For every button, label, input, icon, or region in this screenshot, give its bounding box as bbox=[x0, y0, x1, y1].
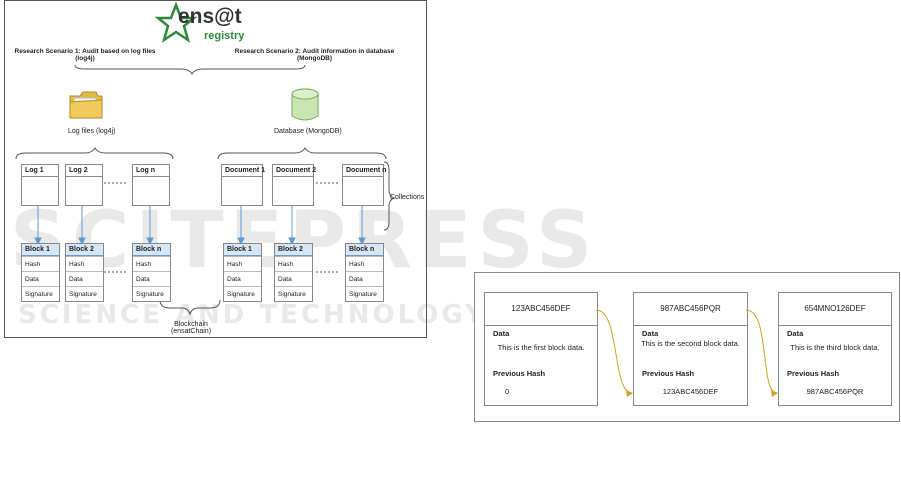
block-field-signature: Signature bbox=[346, 286, 383, 302]
block-field-signature: Signature bbox=[224, 286, 261, 302]
log-box-title: Log 2 bbox=[66, 165, 102, 177]
block-field-data: Data bbox=[66, 271, 103, 287]
database-icon bbox=[291, 88, 319, 121]
star-icon bbox=[154, 1, 198, 43]
chain-block-prev: 987ABC456PQR bbox=[806, 387, 864, 396]
chain-block-data: This is the third block data. bbox=[790, 343, 880, 352]
block-field-hash: Hash bbox=[133, 256, 170, 272]
ensat-registry-logo: ens@t registry bbox=[154, 1, 248, 45]
document-box-2: Document 2 bbox=[272, 164, 316, 206]
chain-block-prev: 123ABC456DEF bbox=[662, 387, 719, 396]
database-label: Database (MongoDB) bbox=[274, 128, 342, 135]
left-diagram-panel bbox=[4, 0, 427, 338]
block-field-data: Data bbox=[346, 271, 383, 287]
block-box: Block n Hash Data Signature bbox=[132, 243, 171, 302]
chain-block-3: 654MNO126DEF Data This is the third bloc… bbox=[778, 292, 892, 406]
block-field-signature: Signature bbox=[133, 286, 170, 302]
chain-block-prev-label: Previous Hash bbox=[493, 369, 546, 378]
block-field-hash: Hash bbox=[22, 256, 59, 272]
chain-block-hash: 987ABC456PQR bbox=[634, 293, 747, 326]
block-field-signature: Signature bbox=[22, 286, 59, 302]
block-field-data: Data bbox=[22, 271, 59, 287]
block-field-hash: Hash bbox=[346, 256, 383, 272]
chain-block-prev-label: Previous Hash bbox=[787, 369, 840, 378]
chain-block-data-label: Data bbox=[642, 329, 659, 338]
document-box-title: Document 2 bbox=[273, 165, 316, 177]
block-box: Block 2 Hash Data Signature bbox=[65, 243, 104, 302]
block-field-data: Data bbox=[275, 271, 312, 287]
document-box-title: Document 1 bbox=[222, 165, 265, 177]
block-box-title: Block 1 bbox=[224, 244, 261, 256]
block-field-signature: Signature bbox=[66, 286, 103, 302]
log-box-n: Log n bbox=[132, 164, 170, 206]
document-box-title: Document n bbox=[343, 165, 386, 177]
logo-name: ens@t bbox=[178, 5, 242, 28]
document-box-1: Document 1 bbox=[221, 164, 265, 206]
chain-block-prev: 0 bbox=[505, 387, 510, 396]
folder-icon bbox=[69, 91, 103, 119]
document-box-n: Document n bbox=[342, 164, 386, 206]
block-box: Block 2 Hash Data Signature bbox=[274, 243, 313, 302]
block-box: Block 1 Hash Data Signature bbox=[21, 243, 60, 302]
left-diagram-connectors bbox=[15, 64, 396, 316]
block-box: Block 1 Hash Data Signature bbox=[223, 243, 262, 302]
collections-label: Collections bbox=[390, 194, 425, 201]
block-box-title: Block 1 bbox=[22, 244, 59, 256]
chain-block-1: 123ABC456DEF Data This is the first bloc… bbox=[484, 292, 598, 406]
scenario2-title: Research Scenario 2: Audit information i… bbox=[234, 48, 395, 62]
chain-block-data-label: Data bbox=[787, 329, 804, 338]
chain-block-hash: 654MNO126DEF bbox=[779, 293, 891, 326]
block-box-title: Block n bbox=[133, 244, 170, 256]
logfiles-label: Log files (log4j) bbox=[68, 128, 116, 135]
block-field-data: Data bbox=[133, 271, 170, 287]
block-field-hash: Hash bbox=[66, 256, 103, 272]
chain-block-prev-label: Previous Hash bbox=[642, 369, 695, 378]
chain-block-data: This is the first block data. bbox=[497, 343, 585, 352]
chain-block-data-label: Data bbox=[493, 329, 510, 338]
chain-block-hash: 123ABC456DEF bbox=[485, 293, 597, 326]
chain-block-2: 987ABC456PQR Data This is the second blo… bbox=[633, 292, 748, 406]
log-box-1: Log 1 bbox=[21, 164, 59, 206]
log-box-title: Log n bbox=[133, 165, 169, 177]
block-field-hash: Hash bbox=[275, 256, 312, 272]
block-field-hash: Hash bbox=[224, 256, 261, 272]
block-box-title: Block n bbox=[346, 244, 383, 256]
log-box-title: Log 1 bbox=[22, 165, 58, 177]
chain-block-data: This is the second block data. bbox=[641, 339, 740, 348]
blockchain-label: Blockchain (ensatChain) bbox=[170, 321, 212, 335]
log-box-2: Log 2 bbox=[65, 164, 103, 206]
block-field-data: Data bbox=[224, 271, 261, 287]
logo-sub: registry bbox=[204, 30, 245, 42]
block-box: Block n Hash Data Signature bbox=[345, 243, 384, 302]
block-field-signature: Signature bbox=[275, 286, 312, 302]
scenario1-title: Research Scenario 1: Audit based on log … bbox=[14, 48, 156, 62]
block-box-title: Block 2 bbox=[275, 244, 312, 256]
block-box-title: Block 2 bbox=[66, 244, 103, 256]
